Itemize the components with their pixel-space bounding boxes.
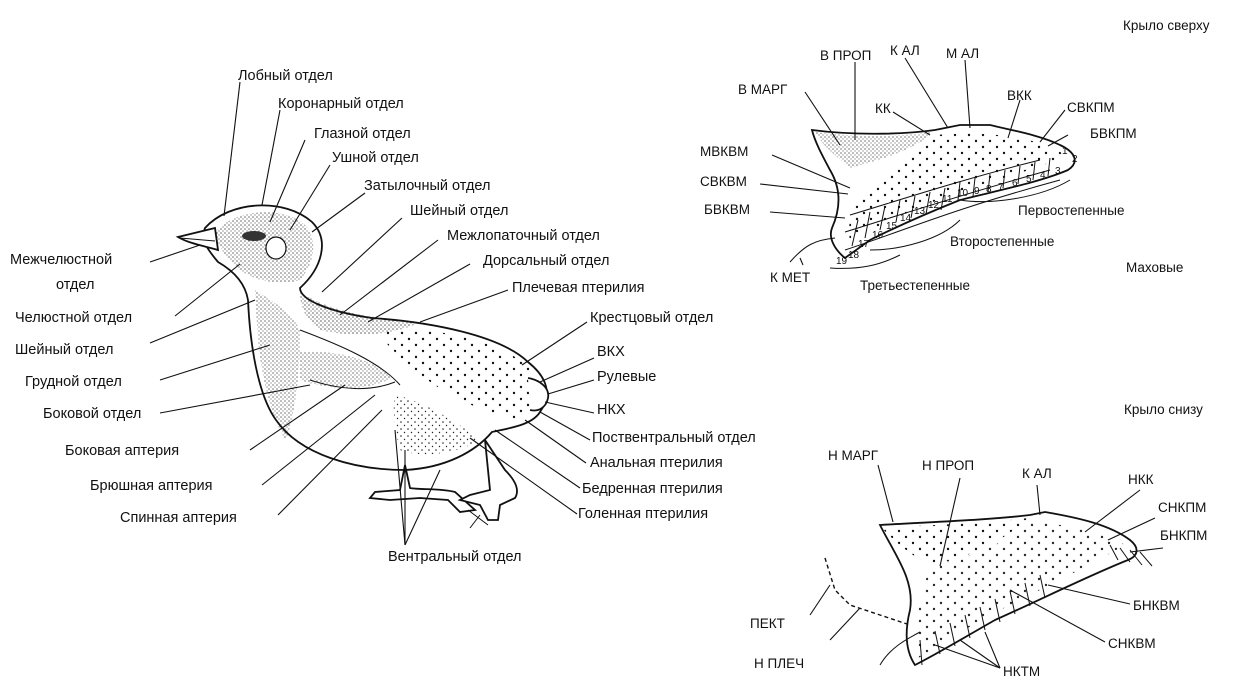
label-vkk: ВКК xyxy=(1007,88,1032,103)
label-ventral: Вентральный отдел xyxy=(388,549,522,565)
label-bvkpm: БВКПМ xyxy=(1090,126,1137,141)
label-sacral: Крестцовый отдел xyxy=(590,310,713,326)
num-12: 12 xyxy=(928,200,940,211)
label-rectrices: Рулевые xyxy=(597,369,656,385)
num-3: 3 xyxy=(1055,166,1061,177)
wing-bottom-figure xyxy=(825,512,1152,665)
label-intermaxillary-2: отдел xyxy=(56,277,94,293)
label-k-al-bottom: К АЛ xyxy=(1022,466,1052,481)
label-svkvm: СВКВМ xyxy=(700,174,747,189)
label-bvkvm: БВКВМ xyxy=(704,202,750,217)
label-lateral: Боковой отдел xyxy=(43,406,141,422)
label-v-prop: В ПРОП xyxy=(820,48,871,63)
label-maxillary: Челюстной отдел xyxy=(15,310,132,326)
label-snkpm: СНКПМ xyxy=(1158,500,1206,515)
num-18: 18 xyxy=(848,250,860,261)
label-anal: Анальная птерилия xyxy=(590,455,723,471)
label-intermaxillary-1: Межчелюстной xyxy=(10,252,112,268)
num-11: 11 xyxy=(942,194,953,205)
num-2: 2 xyxy=(1072,154,1078,165)
num-1: 1 xyxy=(1062,146,1068,157)
num-5: 5 xyxy=(1026,174,1032,185)
num-9: 9 xyxy=(974,186,980,197)
num-15: 15 xyxy=(886,221,898,232)
label-k-al-top: К АЛ xyxy=(890,43,920,58)
label-coronal: Коронарный отдел xyxy=(278,96,404,112)
label-n-prop: Н ПРОП xyxy=(922,458,974,473)
num-6: 6 xyxy=(1012,178,1018,189)
label-lateral-apterium: Боковая аптерия xyxy=(65,443,179,459)
num-7: 7 xyxy=(998,182,1004,193)
num-8: 8 xyxy=(986,184,992,195)
label-nktm: НКТМ xyxy=(1003,664,1040,679)
label-humeral: Плечевая птерилия xyxy=(512,280,645,296)
label-ventral-apterium: Брюшная аптерия xyxy=(90,478,213,494)
label-ocular: Глазной отдел xyxy=(314,126,411,142)
label-postventral: Поствентральный отдел xyxy=(592,430,756,446)
num-17: 17 xyxy=(858,239,870,250)
heading-remiges: Маховые xyxy=(1126,260,1183,275)
num-14: 14 xyxy=(900,213,912,224)
num-13: 13 xyxy=(914,206,926,217)
label-n-plech: Н ПЛЕЧ xyxy=(754,656,804,671)
label-snkvm: СНКВМ xyxy=(1108,636,1156,651)
label-n-marg: Н МАРГ xyxy=(828,448,879,463)
label-m-al: М АЛ xyxy=(946,46,979,61)
bird-labels: Лобный отдел Коронарный отдел Глазной от… xyxy=(10,68,756,565)
label-crural: Голенная птерилия xyxy=(578,506,708,522)
label-occipital: Затылочный отдел xyxy=(364,178,490,194)
label-auricular: Ушной отдел xyxy=(332,150,419,166)
label-vkh: ВКХ xyxy=(597,344,625,360)
num-4: 4 xyxy=(1040,170,1046,181)
label-v-marg: В МАРГ xyxy=(738,82,788,97)
heading-wing-bottom: Крыло снизу xyxy=(1124,402,1203,417)
label-tertials: Третьестепенные xyxy=(860,278,970,293)
label-cervical-dorsal: Шейный отдел xyxy=(410,203,508,219)
label-frontal: Лобный отдел xyxy=(238,68,333,84)
label-primaries: Первостепенные xyxy=(1018,203,1124,218)
label-dorsal-apterium: Спинная аптерия xyxy=(120,510,237,526)
num-10: 10 xyxy=(957,188,969,199)
label-nkh: НКХ xyxy=(597,402,626,418)
label-pekt: ПЕКТ xyxy=(750,616,785,631)
heading-wing-top: Крыло сверху xyxy=(1123,18,1210,33)
label-dorsal: Дорсальный отдел xyxy=(483,253,609,269)
label-bnkvm: БНКВМ xyxy=(1133,598,1180,613)
label-femoral: Бедренная птерилия xyxy=(582,481,723,497)
label-kk: КК xyxy=(875,101,891,116)
label-pectoral: Грудной отдел xyxy=(25,374,122,390)
label-k-met: К МЕТ xyxy=(770,270,810,285)
label-svkpm: СВКПМ xyxy=(1067,100,1115,115)
label-nkk: НКК xyxy=(1128,472,1154,487)
label-cervical-ventral: Шейный отдел xyxy=(15,342,113,358)
label-secondaries: Второстепенные xyxy=(950,234,1054,249)
num-16: 16 xyxy=(872,230,884,241)
label-bnkpm: БНКПМ xyxy=(1160,528,1207,543)
label-mvkvm: МВКВМ xyxy=(700,144,748,159)
num-19: 19 xyxy=(836,256,848,267)
label-interscapular: Межлопаточный отдел xyxy=(447,228,600,244)
